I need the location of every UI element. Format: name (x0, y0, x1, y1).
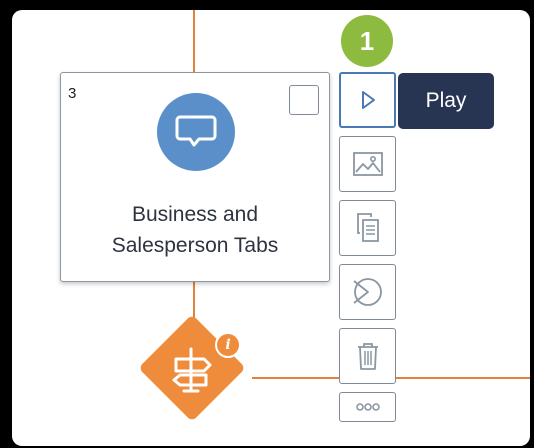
trash-icon (357, 343, 378, 370)
play-icon (361, 91, 375, 109)
card-title: Business and Salesperson Tabs (61, 199, 329, 261)
delete-button[interactable] (339, 328, 396, 384)
play-button[interactable] (339, 72, 396, 128)
flow-step-card[interactable]: 3 Business and Salesperson Tabs (60, 72, 330, 282)
copy-icon (356, 213, 379, 242)
speech-bubble-icon (157, 93, 235, 171)
card-select-checkbox[interactable] (289, 85, 319, 115)
connector-middle (193, 280, 195, 332)
more-options-button[interactable] (339, 392, 396, 422)
image-icon (352, 152, 383, 176)
branch-button[interactable] (339, 264, 396, 320)
flow-canvas[interactable]: 3 Business and Salesperson Tabs i 1 (12, 10, 530, 446)
ellipsis-icon (355, 403, 380, 411)
image-button[interactable] (339, 136, 396, 192)
play-tooltip: Play (398, 73, 494, 129)
card-number: 3 (68, 85, 77, 102)
copy-button[interactable] (339, 200, 396, 256)
info-icon[interactable]: i (215, 332, 241, 358)
branch-icon (352, 278, 382, 306)
step-number-badge: 1 (341, 15, 393, 67)
signpost-icon (172, 347, 212, 393)
connector-top (193, 10, 195, 72)
card-title-line: Business and (131, 203, 259, 226)
card-title-line: Salesperson Tabs (111, 234, 279, 257)
